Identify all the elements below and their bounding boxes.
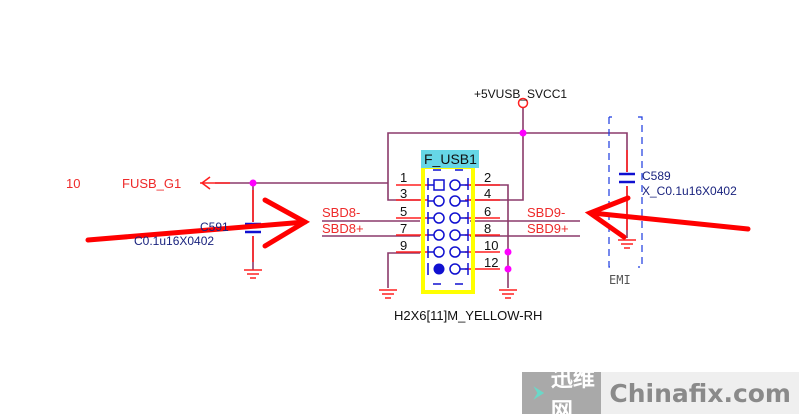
pin-label: 4 <box>484 186 491 201</box>
ground-icons <box>244 239 636 299</box>
junction-dot <box>249 179 257 187</box>
pin-label: 9 <box>400 238 407 253</box>
wire-pin9-gnd <box>387 252 420 288</box>
ground-c591-icon <box>244 269 262 279</box>
ground-c589-icon <box>618 239 636 249</box>
arrow-right-shaft <box>589 210 751 232</box>
pin-label: 7 <box>400 221 407 236</box>
offpage-arrow-icon <box>200 176 211 190</box>
c591-value: C0.1u16X0402 <box>134 234 214 248</box>
net-sbd8-minus: SBD8- <box>322 205 360 220</box>
power-port-icon <box>517 97 529 109</box>
watermark: 迅维网 Chinafix.com <box>522 367 799 416</box>
c589-value: X_C0.1u16X0402 <box>642 184 737 198</box>
c591-refdes: C591 <box>200 220 229 234</box>
emi-box <box>608 116 643 268</box>
pin-label: 2 <box>484 170 491 185</box>
junction-dot <box>504 248 512 256</box>
pin-11-key <box>433 263 445 275</box>
ground-pin9-icon <box>379 289 397 299</box>
labels: +5VUSB_SVCC1 F_USB1 H2X6[11]M_YELLOW-RH … <box>66 87 737 323</box>
pin-label: 6 <box>484 204 491 219</box>
connector-pins <box>427 169 469 285</box>
pin-label: 12 <box>484 255 498 270</box>
pin-label: 8 <box>484 221 491 236</box>
arrow-left-head <box>262 197 311 249</box>
ground-pin2-icon <box>499 289 517 299</box>
pin-label: 10 <box>484 238 498 253</box>
chevron-right-icon <box>533 386 545 400</box>
watermark-cn: 迅维网 <box>550 367 595 416</box>
watermark-en: Chinafix.com <box>609 378 791 408</box>
junction-dot <box>504 265 512 273</box>
pin-label: 1 <box>400 170 407 185</box>
net-sbd9-plus: SBD9+ <box>527 221 569 236</box>
arrow-left-shaft <box>85 219 308 243</box>
net-sbd8-plus: SBD8+ <box>322 221 364 236</box>
junctions <box>249 129 527 273</box>
c589-refdes: C589 <box>642 169 671 183</box>
offpage-sheet: 10 <box>66 176 80 191</box>
power-net-label: +5VUSB_SVCC1 <box>474 87 567 101</box>
watermark-logo: 迅维网 <box>522 367 602 416</box>
connector-refdes: F_USB1 <box>424 151 477 167</box>
refdes-highlight <box>421 150 479 168</box>
arrow-right-head <box>584 195 631 240</box>
emi-label: EMI <box>609 273 631 287</box>
pin-label: 3 <box>400 186 407 201</box>
pin-stubs <box>200 150 628 270</box>
offpage-net: FUSB_G1 <box>122 176 181 191</box>
pin-1-square <box>433 179 445 191</box>
pin-label: 5 <box>400 204 407 219</box>
wire-5v-bus <box>387 132 628 183</box>
watermark-site: Chinafix.com <box>601 372 799 414</box>
connector-part: H2X6[11]M_YELLOW-RH <box>394 308 542 323</box>
net-sbd9-minus: SBD9- <box>527 205 565 220</box>
capacitor-c589-icon <box>619 172 635 184</box>
annotation-arrows <box>85 195 751 249</box>
junction-dot <box>519 129 527 137</box>
